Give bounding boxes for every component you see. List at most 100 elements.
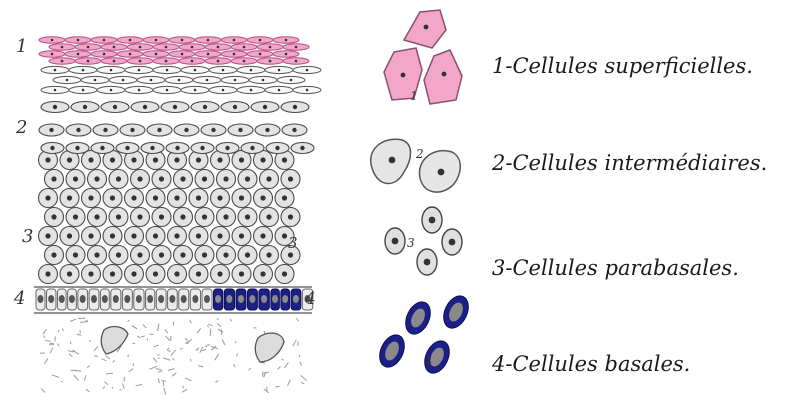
basal-cell-nucleus xyxy=(69,295,75,303)
stroma-fiber xyxy=(41,388,45,392)
stroma-fiber xyxy=(284,363,288,368)
parabasal-cell-nucleus xyxy=(153,271,158,276)
stroma-fiber xyxy=(74,375,79,380)
keratinized-cell-nucleus xyxy=(110,69,113,72)
stroma-fiber xyxy=(249,368,251,370)
stroma-fiber xyxy=(154,345,159,347)
superficial-cell-nucleus xyxy=(233,39,236,42)
parabasal-cell-nucleus xyxy=(266,176,271,181)
parabasal-cell-nucleus xyxy=(131,271,136,276)
parabasal-cell-nucleus xyxy=(239,157,244,162)
tissue-marker-1: 1 xyxy=(16,36,27,57)
superficial-cell-nucleus xyxy=(51,53,54,56)
stroma-fiber xyxy=(158,378,159,383)
stroma-fiber xyxy=(234,364,236,367)
superficial-cell-nucleus xyxy=(113,60,116,63)
intermediate-cell-nucleus xyxy=(100,146,104,150)
basal-cell-nucleus xyxy=(91,295,97,303)
intermediate-cell-nucleus xyxy=(130,128,134,132)
parabasal-cell-nucleus xyxy=(45,233,50,238)
keratinized-cell-nucleus xyxy=(66,79,69,82)
stroma-layer xyxy=(40,318,306,395)
stroma-fiber xyxy=(103,386,105,389)
basal-cell-nucleus xyxy=(192,295,198,303)
superficial-cell-nucleus xyxy=(259,53,262,56)
basal-cell-nucleus xyxy=(80,295,86,303)
parabasal-cell-nucleus xyxy=(266,252,271,257)
basal-cell-icon: 4 xyxy=(375,292,473,377)
stroma-fiber xyxy=(43,329,47,334)
superficial-cell-nucleus xyxy=(51,39,54,42)
parabasal-cell-nucleus xyxy=(159,176,164,181)
keratinized-cell-nucleus xyxy=(194,89,197,92)
keratinized-cell-nucleus xyxy=(94,79,97,82)
parabasal-cell-nucleus xyxy=(94,176,99,181)
stroma-fiber xyxy=(112,387,113,389)
basal-cell-nucleus xyxy=(48,295,54,303)
stroma-fiber xyxy=(52,375,59,378)
basal-cell-nucleus xyxy=(272,295,278,303)
stroma-fiber xyxy=(163,381,164,386)
parabasal-cell-nucleus xyxy=(245,176,250,181)
parabasal-cell-nucleus xyxy=(159,252,164,257)
parabasal-cell-nucleus xyxy=(45,157,50,162)
stroma-fiber xyxy=(183,386,184,388)
intermediate-cell-nucleus xyxy=(157,128,161,132)
keratinized-cell-nucleus xyxy=(306,69,309,72)
stroma-fiber xyxy=(171,350,176,356)
superficial-cell-nucleus xyxy=(207,39,210,42)
parabasal-cell-nucleus xyxy=(217,157,222,162)
basal-cell-nucleus xyxy=(124,295,130,303)
superficial-cell-nucleus xyxy=(181,53,184,56)
stroma-fiber xyxy=(215,354,219,360)
tissue-marker-4-right: 4 xyxy=(304,289,316,309)
parabasal-cell-nucleus xyxy=(245,214,250,219)
parabasal-cell-nucleus xyxy=(51,214,56,219)
stroma-fiber xyxy=(264,372,266,378)
keratinized-cell-nucleus xyxy=(166,89,169,92)
intermediate-cell-nucleus xyxy=(293,105,297,109)
keratinized-cell-nucleus xyxy=(166,69,169,72)
intermediate-cell-nucleus xyxy=(292,128,296,132)
keratinized-cell-nucleus xyxy=(262,79,265,82)
stroma-fiber xyxy=(137,336,140,338)
basal-cell-nucleus xyxy=(249,295,255,303)
stroma-fiber xyxy=(217,319,219,320)
parabasal-cell-nucleus xyxy=(223,214,228,219)
superficial-cell-nucleus xyxy=(129,53,132,56)
basal-cell-nucleus xyxy=(169,295,175,303)
legend-label-basal: 4-Cellules basales. xyxy=(492,352,690,376)
parabasal-cell-nucleus xyxy=(153,233,158,238)
stroma-fiber xyxy=(106,356,110,359)
superficial-cell-nucleus xyxy=(61,60,64,63)
superficial-cell-nucleus xyxy=(217,60,220,63)
intermediate-cell-icon: 2 xyxy=(371,139,461,192)
basal-cell-nucleus xyxy=(181,295,187,303)
parabasal-cell-nucleus xyxy=(180,252,185,257)
stroma-fiber xyxy=(236,353,237,356)
parabasal-cell-nucleus xyxy=(88,271,93,276)
keratinized-cell-nucleus xyxy=(222,89,225,92)
parabasal-cell-nucleus xyxy=(288,214,293,219)
superficial-cell-nucleus xyxy=(103,53,106,56)
superficial-cell-nucleus xyxy=(243,60,246,63)
stroma-fiber xyxy=(80,322,88,323)
tissue-marker-3: 3 xyxy=(22,226,33,247)
stroma-fiber xyxy=(62,328,63,330)
parabasal-cell-nucleus xyxy=(217,195,222,200)
superficial-cell-nucleus xyxy=(155,53,158,56)
parabasal-cell-nucleus xyxy=(153,157,158,162)
stroma-fiber xyxy=(185,338,188,341)
parabasal-cell-nucleus xyxy=(223,176,228,181)
keratinized-cell-nucleus xyxy=(138,89,141,92)
stroma-fiber xyxy=(172,373,176,377)
superficial-cell-nucleus xyxy=(269,46,272,49)
tissue-marker-2: 2 xyxy=(15,117,27,138)
stroma-fiber xyxy=(210,329,211,336)
parabasal-cell-nucleus xyxy=(137,176,142,181)
keratinized-cell-nucleus xyxy=(222,69,225,72)
stroma-fiber xyxy=(206,345,210,346)
intermediate-cell-nucleus xyxy=(263,105,267,109)
intermediate-cell-nucleus xyxy=(75,146,79,150)
stroma-fiber xyxy=(106,373,113,374)
